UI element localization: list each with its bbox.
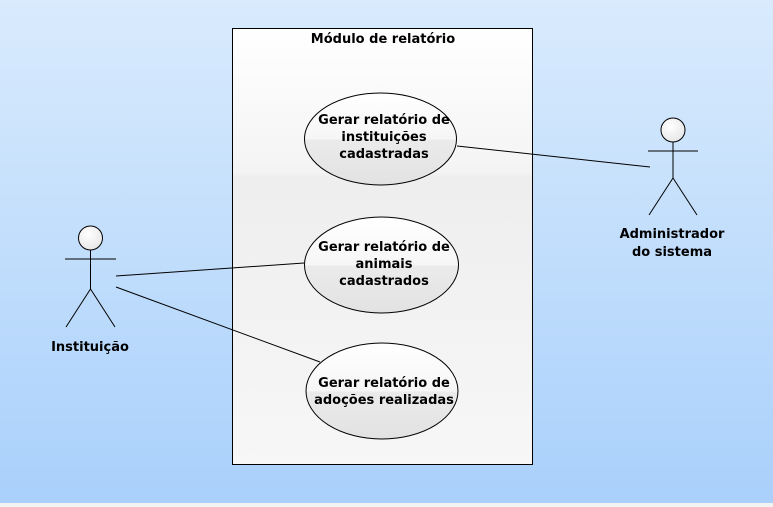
use-case-label-line: animais xyxy=(356,257,413,272)
actor-label: Instituição xyxy=(51,340,129,355)
use-case-label-line: Gerar relatório de xyxy=(318,376,450,391)
association-administrador-instituicoes[interactable] xyxy=(456,145,651,168)
bottom-scroll-strip xyxy=(0,503,773,507)
use-case-label-line: Gerar relatório de xyxy=(318,113,450,128)
use-case-label-line: Gerar relatório de xyxy=(318,240,450,255)
use-case-label-line: instituições xyxy=(341,130,426,145)
actor-label-line: Administrador xyxy=(620,227,725,242)
use-case-label-line: cadastrados xyxy=(339,274,429,289)
use-case-label-line: cadastradas xyxy=(339,147,429,162)
use-case-label-line: adoções realizadas xyxy=(314,393,454,408)
actor-leg-icon xyxy=(65,288,91,328)
actor-leg-icon xyxy=(90,288,116,328)
use-case-instituicoes[interactable]: Gerar relatório de instituições cadastra… xyxy=(304,92,457,186)
actor-head-icon xyxy=(660,117,686,143)
actor-leg-icon xyxy=(672,177,698,216)
system-boundary-title: Módulo de relatório xyxy=(311,32,455,47)
actor-label-line: do sistema xyxy=(632,245,712,260)
associations xyxy=(115,145,651,363)
actor-head-icon xyxy=(78,225,103,251)
association-instituicao-animais[interactable] xyxy=(115,262,305,277)
actor-leg-icon xyxy=(648,177,674,216)
use-case-animais[interactable]: Gerar relatório de animais cadastrados xyxy=(304,216,459,314)
actor-administrador[interactable]: Administrador do sistema xyxy=(620,117,725,260)
actor-instituicao[interactable]: Instituição xyxy=(51,225,129,355)
use-case-adocoes[interactable]: Gerar relatório de adoções realizadas xyxy=(305,342,459,440)
association-instituicao-adocoes[interactable] xyxy=(115,286,321,363)
